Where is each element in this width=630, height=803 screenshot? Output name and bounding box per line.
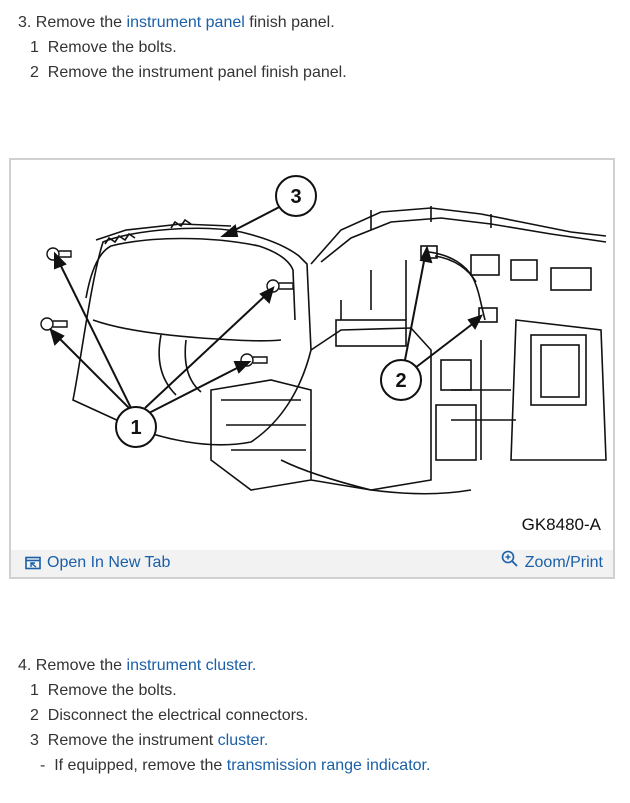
substep-number: 2 <box>30 64 39 81</box>
cluster-link[interactable]: cluster <box>217 732 264 749</box>
figure-code: GK8480-A <box>521 515 601 534</box>
callout-1: 1 <box>130 417 141 439</box>
zoom-icon <box>501 550 518 567</box>
step-4-substep-3: 3 Remove the instrument cluster. <box>30 731 268 751</box>
step-4-substep-2: 2 Disconnect the electrical connectors. <box>30 706 308 726</box>
step-4-note: - If equipped, remove the transmission r… <box>40 756 430 776</box>
substep-number: 1 <box>30 39 39 56</box>
step-3: 3. Remove the instrument panel finish pa… <box>18 13 335 33</box>
step-3-text-before: Remove the <box>35 14 123 31</box>
figure-instrument-panel: 3 1 2 GK8480-A Open In New Tab Zoom/Prin… <box>9 158 615 579</box>
step-4-text-after: . <box>251 657 257 674</box>
step-3-number: 3. <box>18 14 32 31</box>
substep-number: 1 <box>30 682 39 699</box>
step-3-substep-2: 2 Remove the instrument panel finish pan… <box>30 63 347 83</box>
instrument-panel-link[interactable]: instrument panel <box>126 14 245 31</box>
substep-text: Remove the bolts. <box>47 682 177 699</box>
substep-text: Remove the instrument panel finish panel… <box>47 64 347 81</box>
step-4: 4. Remove the instrument cluster. <box>18 656 256 676</box>
note-text-after: . <box>426 757 431 774</box>
substep-text: Disconnect the electrical connectors. <box>47 707 309 724</box>
substep-text: Remove the bolts. <box>47 39 177 56</box>
substep-number: 3 <box>30 732 39 749</box>
callout-2: 2 <box>395 370 406 392</box>
instrument-panel-diagram: 3 1 2 <box>40 175 607 495</box>
zoom-print-button[interactable]: Zoom/Print <box>501 550 603 571</box>
step-4-substep-1: 1 Remove the bolts. <box>30 681 177 701</box>
instrument-cluster-link[interactable]: instrument cluster <box>126 657 252 674</box>
callout-3: 3 <box>290 186 301 208</box>
step-4-text-before: Remove the <box>35 657 123 674</box>
substep-number: 2 <box>30 707 39 724</box>
zoom-print-label: Zoom/Print <box>524 554 603 571</box>
substep-text-after: . <box>263 732 269 749</box>
note-text: If equipped, remove the <box>54 757 223 774</box>
note-bullet: - <box>40 757 46 774</box>
open-new-tab-icon <box>25 556 41 570</box>
substep-text: Remove the instrument <box>47 732 214 749</box>
step-3-substep-1: 1 Remove the bolts. <box>30 38 177 58</box>
open-in-new-tab-button[interactable]: Open In New Tab <box>25 554 170 572</box>
step-3-text-after: finish panel. <box>249 14 335 31</box>
figure-footer: Open In New Tab Zoom/Print <box>11 550 613 577</box>
transmission-range-indicator-link[interactable]: transmission range indicator <box>226 757 426 774</box>
open-in-new-tab-label: Open In New Tab <box>47 554 171 571</box>
step-4-number: 4. <box>18 657 32 674</box>
